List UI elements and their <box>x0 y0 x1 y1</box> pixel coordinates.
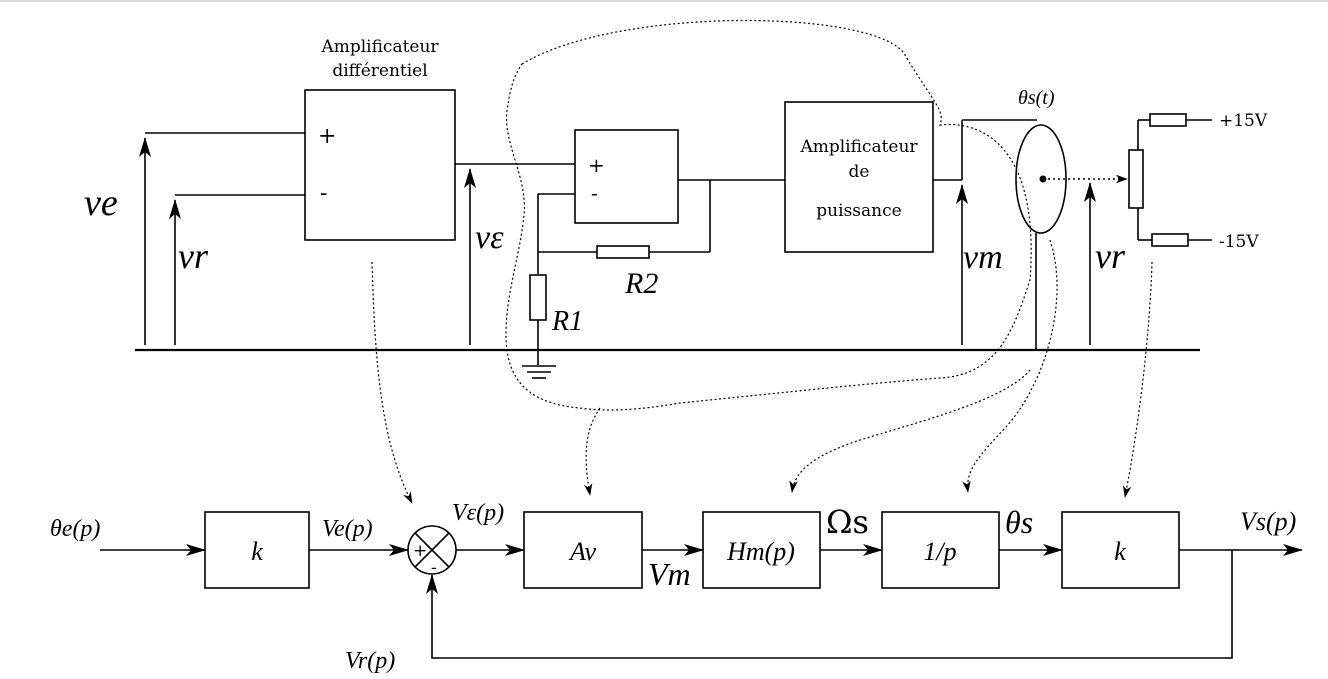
sum-cross-2 <box>414 532 450 568</box>
block-k1-label: k <box>251 537 263 566</box>
ve-label: ve <box>84 182 118 224</box>
omega-s-label: Ωs <box>826 503 869 541</box>
vr-left-label: vr <box>178 236 209 276</box>
block-av-label: Av <box>568 537 596 566</box>
vr-p-label: Vr(p) <box>345 648 395 674</box>
power-amp-title-3: puissance <box>816 201 901 221</box>
vm-label: vm <box>963 239 1003 276</box>
sum-minus-label: - <box>431 558 437 578</box>
vr-right-label: vr <box>1095 236 1126 276</box>
opamp-plus: + <box>588 153 605 177</box>
theta-s-label: θs <box>1005 504 1033 540</box>
power-amp-title-2: de <box>849 162 870 182</box>
dotted-enclosure <box>505 19 1032 411</box>
supply-plus-label: +15V <box>1219 111 1268 131</box>
dot-arrow-diffamp <box>371 261 413 504</box>
r2-resistor <box>596 245 650 259</box>
circuit-wires <box>135 89 1212 379</box>
sum-plus-label: + <box>413 541 427 561</box>
diff-amp-title-1: Amplificateur <box>320 37 439 57</box>
block-diagram-wires <box>100 511 1303 659</box>
supply-minus-label: -15V <box>1219 232 1259 252</box>
res-minus15 <box>1151 233 1189 247</box>
opamp-minus: - <box>591 181 598 205</box>
motor-ellipse <box>1015 124 1067 234</box>
diff-amp-box <box>304 89 456 241</box>
ve-p-label: Ve(p) <box>322 516 373 542</box>
theta-s-t-label: θs(t) <box>1018 87 1055 109</box>
pot-body <box>1128 149 1144 209</box>
block-hm-label: Hm(p) <box>726 537 795 566</box>
dotted-correspondence <box>371 239 1153 504</box>
r2-label: R2 <box>624 267 658 300</box>
power-amp-title-1: Amplificateur <box>799 137 918 157</box>
block-k2-label: k <box>1114 537 1126 566</box>
diff-amp-title-2: différentiel <box>332 61 427 81</box>
theta-e-label: θe(p) <box>50 516 100 542</box>
dot-arrow-int <box>962 239 1058 493</box>
shaft-dot <box>1039 175 1047 183</box>
veps-p-label: Vε(p) <box>452 500 504 526</box>
block-int-label: 1/p <box>923 537 956 566</box>
dot-arrow-av <box>583 407 601 496</box>
opamp-box <box>574 129 679 224</box>
veps-label: vε <box>475 219 504 256</box>
vs-p-label: Vs(p) <box>1240 507 1296 536</box>
power-amp-box <box>784 101 934 253</box>
r1-label: R1 <box>551 306 583 337</box>
res-plus15 <box>1149 113 1187 127</box>
diff-amp-minus: - <box>320 181 327 206</box>
dot-arrow-hm <box>789 369 1031 493</box>
diff-amp-plus: + <box>318 124 336 149</box>
r1-resistor <box>529 274 547 321</box>
voltage-arrows <box>139 137 1096 345</box>
feedback-loop <box>426 550 1233 659</box>
vm-label: Vm <box>648 556 691 592</box>
dot-arrow-pot <box>1122 261 1153 498</box>
